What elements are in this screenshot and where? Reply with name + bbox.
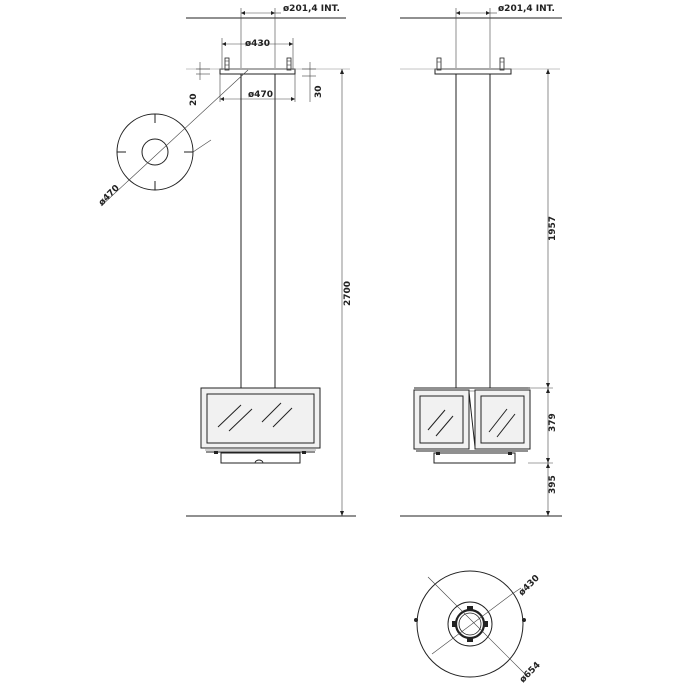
side-fireplace-body: [413, 387, 531, 464]
front-mounting-plate: [219, 68, 296, 75]
front-detail-label: ø470: [97, 183, 122, 208]
plan-dimension-lines: [427, 576, 529, 678]
side-plate-bolts: [436, 57, 505, 71]
front-fireplace-body: [200, 387, 321, 464]
side-height-dimensions: [528, 69, 553, 516]
plan-inner-circle: [447, 601, 493, 647]
side-flue-duct: [455, 8, 497, 68]
front-view: ø201,4 INT. ø430: [97, 4, 356, 517]
plan-side-markers: [414, 606, 526, 622]
front-suspension-pipe: [240, 74, 276, 388]
side-suspension-pipe: [455, 74, 491, 388]
front-flue-duct: [240, 8, 281, 68]
front-plate-bolts: [224, 57, 292, 71]
front-plate-bottom-label: ø470: [248, 90, 273, 100]
plan-flue-ring: [452, 606, 488, 642]
side-pipe-height-label: 1957: [548, 216, 558, 241]
front-plate-430-dimension: [221, 38, 294, 70]
plan-outer-circle: [416, 570, 524, 678]
side-body-height-label: 379: [548, 413, 558, 432]
front-plate-detail: [100, 69, 249, 207]
front-plate-top-label: ø430: [245, 39, 270, 49]
side-base-height-label: 395: [548, 475, 558, 494]
front-total-height-label: 2700: [343, 281, 353, 306]
plan-inner-label: ø430: [517, 573, 542, 598]
front-plate-470-dimension: [219, 74, 296, 102]
front-flue-label: ø201,4 INT.: [283, 4, 340, 14]
front-dim-20: [196, 62, 210, 80]
front-dim-30-label: 30: [314, 85, 324, 98]
side-view: ø201,4 INT.: [400, 4, 562, 517]
plan-outer-label: ø654: [518, 660, 543, 685]
front-dim-30: [302, 62, 316, 102]
front-total-height-dimension: [340, 69, 344, 516]
plan-view: ø430 ø654: [414, 570, 543, 685]
side-flue-label: ø201,4 INT.: [498, 4, 555, 14]
front-dim-20-label: 20: [189, 93, 199, 106]
